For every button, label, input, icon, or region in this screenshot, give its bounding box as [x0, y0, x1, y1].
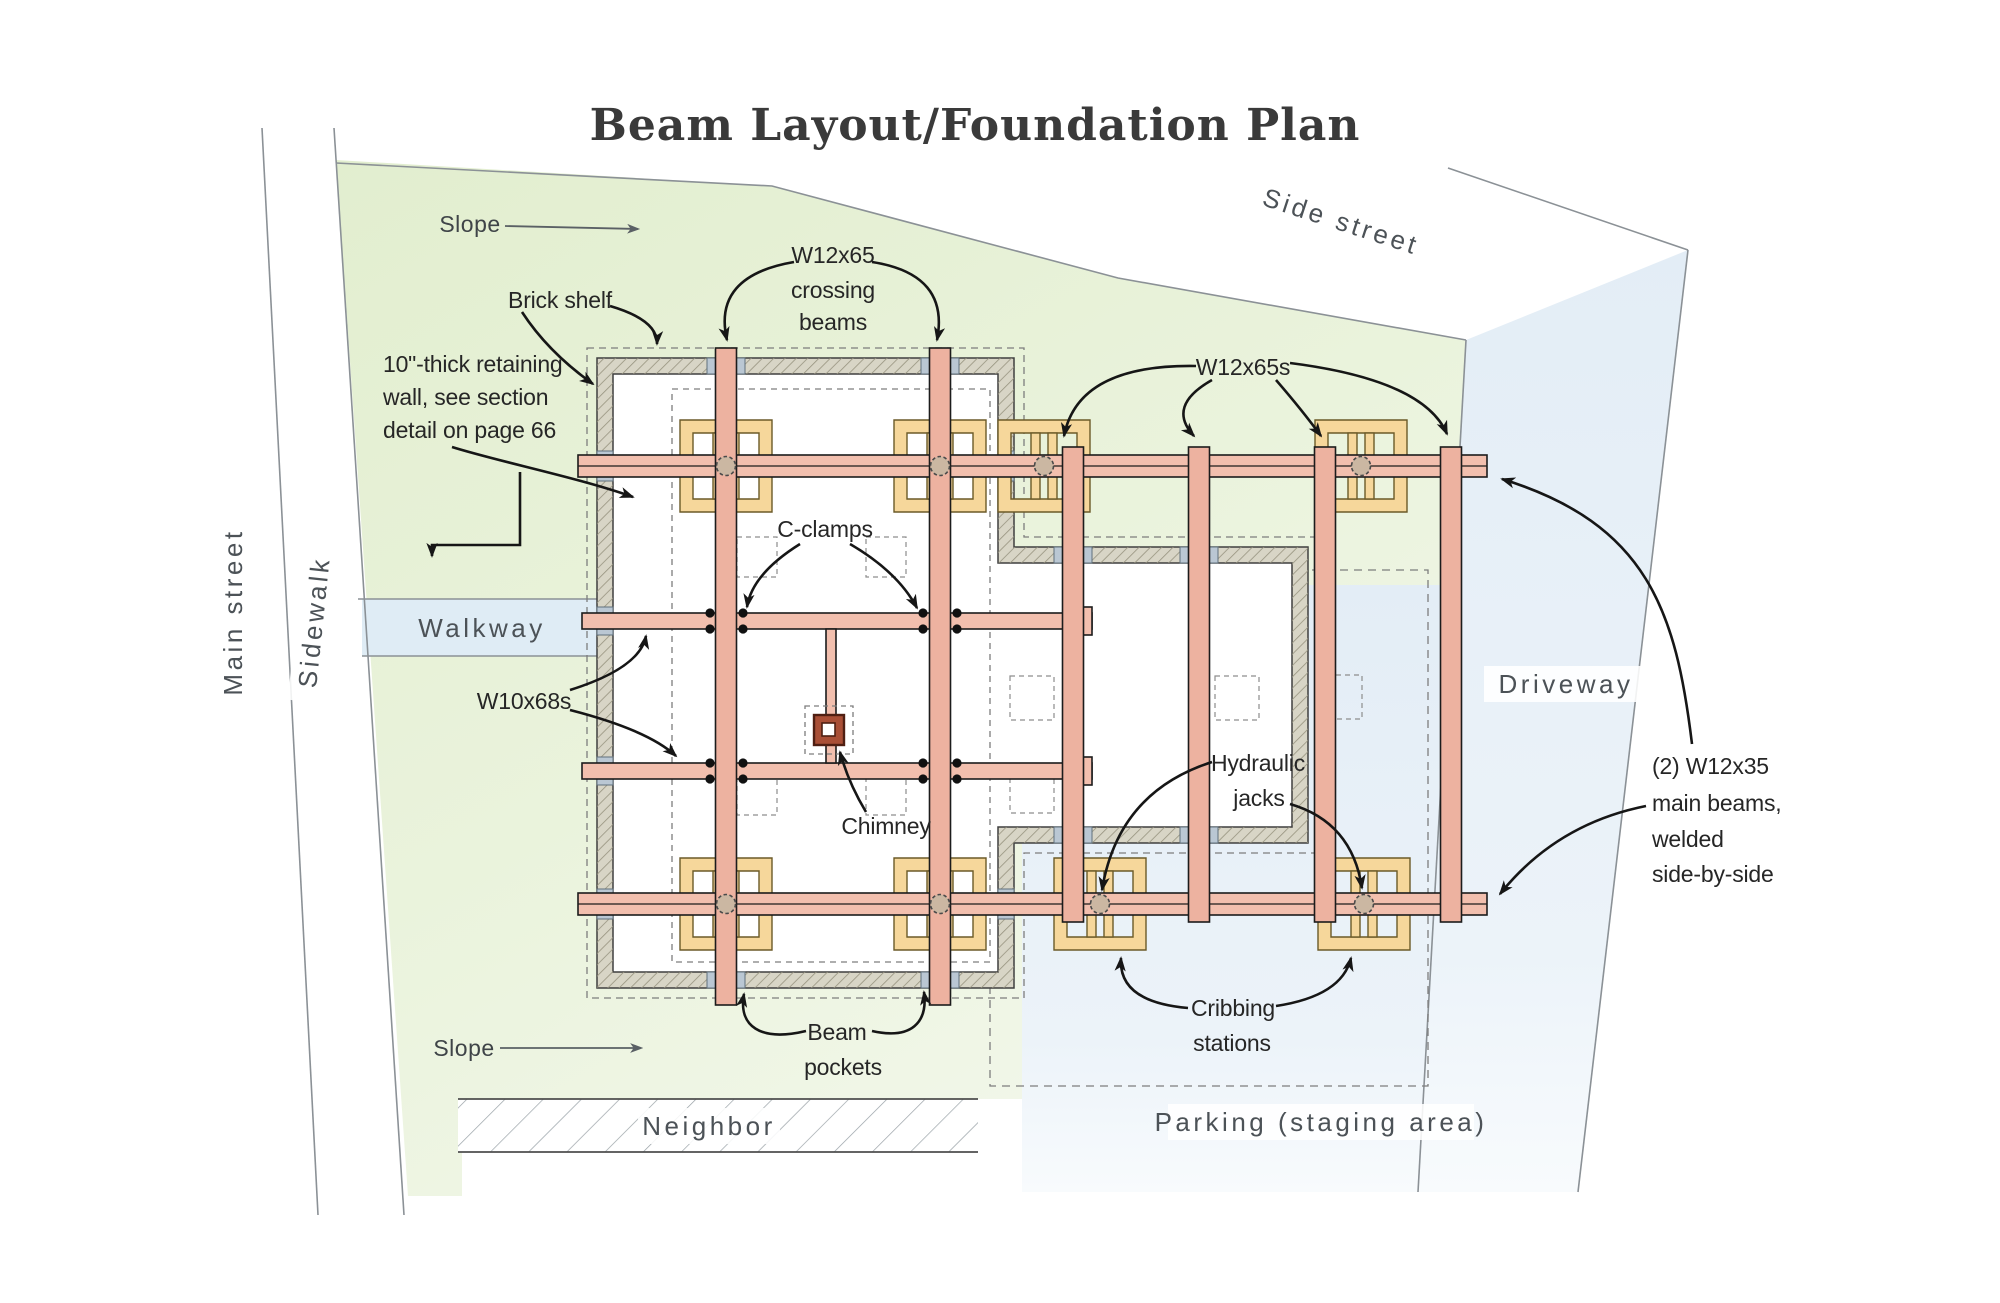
svg-text:wall, see section: wall, see section [382, 384, 548, 410]
c-clamps [705, 608, 962, 784]
svg-text:Main street: Main street [218, 528, 248, 695]
north-lot-line [335, 162, 1467, 341]
c-clamps-label: C-clamps [777, 516, 873, 542]
sidewalk-label: Sidewalk [287, 540, 341, 704]
brick-shelf-label: Brick shelf [508, 287, 613, 313]
crossing-beam-5 [1313, 446, 1337, 923]
walkway-label: Walkway [418, 613, 546, 643]
svg-text:(2) W12x35: (2) W12x35 [1652, 753, 1769, 779]
svg-text:main beams,: main beams, [1652, 790, 1781, 816]
footing-dashed-line [671, 388, 991, 963]
annotation-arrows [426, 260, 1694, 1036]
w10x68s-label: W10x68s [477, 688, 571, 714]
neighbor-label: Neighbor [638, 1108, 780, 1144]
driveway-area [1418, 250, 1688, 1192]
hydraulic-jack [715, 455, 737, 477]
hydraulic-jack [1353, 893, 1375, 915]
hydraulic-jack [1033, 455, 1055, 477]
slope-label-top: Slope [439, 211, 500, 237]
crossing-beam-6 [1439, 446, 1463, 923]
hydraulic-jack [1350, 455, 1372, 477]
crossing-beam-3 [1061, 446, 1085, 923]
chimney-label: Chimney [841, 813, 931, 839]
svg-text:Neighbor: Neighbor [642, 1111, 776, 1141]
parking-label: Parking (staging area) [1155, 1104, 1488, 1140]
hydraulic-jack [1089, 893, 1111, 915]
w10x68-beam [581, 762, 1093, 780]
slope-arrow-top [504, 223, 641, 234]
side-street-label: Side street [1256, 177, 1427, 266]
svg-text:10"-thick retaining: 10"-thick retaining [383, 351, 563, 377]
w12x65s-label: W12x65s [1196, 354, 1290, 380]
hydraulic-jack [715, 893, 737, 915]
hydraulic-jack [929, 455, 951, 477]
hydraulic-jacks [715, 455, 1375, 915]
slope-label-bottom: Slope [433, 1035, 494, 1061]
hydraulic-jacks-label: Hydraulic jacks [1211, 750, 1305, 811]
svg-text:welded: welded [1651, 826, 1724, 852]
sidewalk-edge-line [333, 127, 405, 1216]
side-street-upper-line [1447, 167, 1689, 251]
svg-text:stations: stations [1193, 1030, 1271, 1056]
svg-text:Driveway: Driveway [1499, 669, 1634, 699]
svg-text:Parking (staging area): Parking (staging area) [1155, 1107, 1488, 1137]
svg-text:beams: beams [799, 309, 867, 335]
walkway-strip [358, 598, 598, 657]
svg-text:pockets: pockets [804, 1054, 882, 1080]
east-lot-line [1577, 249, 1689, 1193]
svg-text:Beam: Beam [807, 1019, 866, 1045]
crossing-beams [714, 347, 1463, 1006]
svg-text:detail on page 66: detail on page 66 [383, 417, 556, 443]
cribbing-stations-label: Cribbing stations [1191, 995, 1275, 1056]
svg-text:side-by-side: side-by-side [1652, 861, 1774, 887]
page-title: Beam Layout/Foundation Plan [590, 100, 1361, 151]
svg-text:jacks: jacks [1232, 785, 1284, 811]
main-street-edge-line [261, 127, 319, 1216]
main-beams-label: (2) W12x35 main beams, welded side-by-si… [1651, 753, 1782, 887]
beam-pockets-label: Beam pockets [804, 1019, 882, 1080]
chimney-support-member [825, 628, 837, 764]
svg-text:Hydraulic: Hydraulic [1211, 750, 1305, 776]
foundation-interior [613, 374, 1292, 972]
crossing-beam-2 [928, 347, 952, 1006]
crossing-beam-1 [714, 347, 738, 1006]
crossing-beams-label: W12x65 crossing beams [791, 242, 875, 335]
svg-text:W12x65: W12x65 [791, 242, 874, 268]
svg-text:Cribbing: Cribbing [1191, 995, 1275, 1021]
crossing-beam-4 [1187, 446, 1211, 923]
hydraulic-jack [929, 893, 951, 915]
main-street-label: Main street [215, 521, 251, 703]
driveway-label: Driveway [1484, 666, 1648, 702]
w10x68-beam [581, 612, 1093, 630]
retaining-wall-label: 10"-thick retaining wall, see section de… [382, 351, 563, 443]
svg-text:crossing: crossing [791, 277, 875, 303]
chimney [804, 705, 854, 755]
